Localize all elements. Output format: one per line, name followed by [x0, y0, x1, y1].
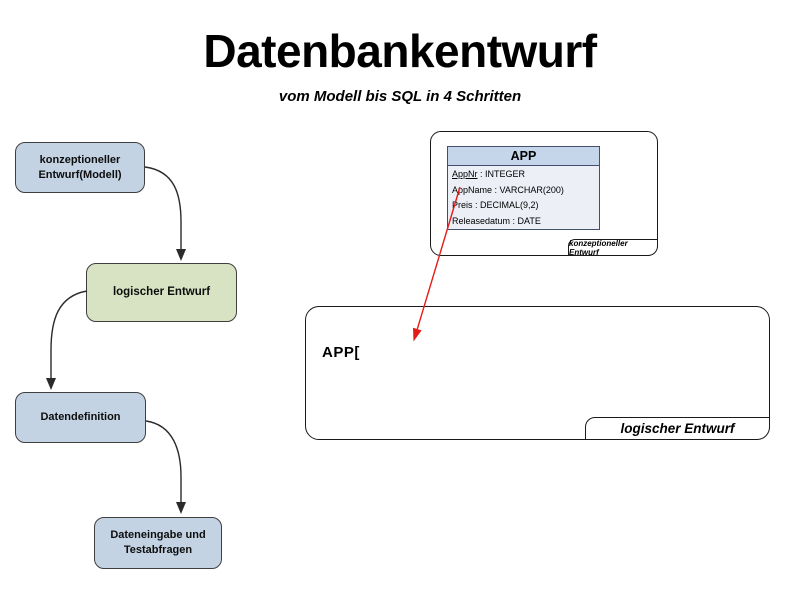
flow-step-dateneingabe: Dateneingabe und Testabfragen — [94, 517, 222, 569]
entity-attribute: AppName : VARCHAR(200) — [452, 184, 564, 195]
entity-header: APP — [447, 146, 600, 166]
connector-arrow-2 — [50, 290, 88, 379]
logical-relation-text: APP[ — [322, 344, 360, 361]
flow-step-datendefinition: Datendefinition — [15, 392, 146, 443]
flow-step-konzeptioneller-entwurf: konzeptioneller Entwurf(Modell) — [15, 142, 145, 193]
connector-arrow-3 — [145, 420, 182, 503]
slide-subtitle: vom Modell bis SQL in 4 Schritten — [278, 88, 522, 105]
connector-arrowhead-2 — [46, 378, 56, 390]
connector-arrow-1 — [144, 166, 182, 250]
entity-attribute: Preis : DECIMAL(9,2) — [452, 200, 539, 210]
logical-panel-tab: logischer Entwurf — [585, 417, 770, 440]
flow-step-logischer-entwurf: logischer Entwurf — [86, 263, 237, 322]
connector-arrowhead-1 — [176, 249, 186, 261]
entity-attribute: AppNr : INTEGER — [452, 169, 526, 179]
slide-title: Datenbankentwurf — [203, 25, 597, 77]
conceptual-panel-tab: konzeptioneller Entwurf — [568, 239, 658, 257]
connector-arrowhead-3 — [176, 502, 186, 514]
entity-attribute: Releasedatum : DATE — [452, 215, 541, 226]
entity-attributes: AppNr : INTEGER AppName : VARCHAR(200) Pre… — [447, 166, 600, 230]
